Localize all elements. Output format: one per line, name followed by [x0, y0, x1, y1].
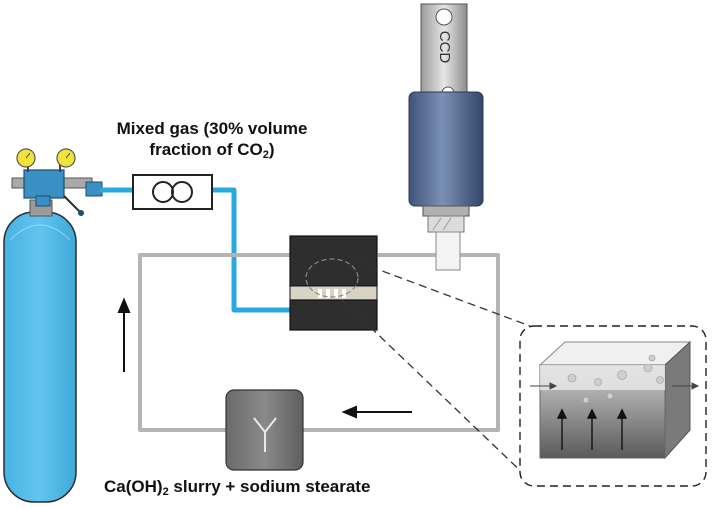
gas-cylinder-icon — [3, 199, 77, 503]
flowmeter-icon — [132, 174, 213, 210]
gas-line — [100, 187, 290, 313]
regulator-icon — [11, 148, 103, 216]
gauge-right-icon — [56, 148, 76, 168]
mixed-gas-line1: Mixed gas (30% volume — [116, 119, 308, 138]
zoom-inset — [519, 325, 707, 487]
gas-line2-subscript: 2 — [262, 149, 269, 161]
slurry-subscript: 2 — [162, 486, 169, 498]
ccd-label: CCD — [436, 30, 453, 64]
gas-line2-text: fraction of CO — [149, 140, 263, 159]
slurry-text-rest: slurry + sodium stearate — [168, 477, 371, 496]
gas-line2-close: ) — [268, 140, 275, 159]
ccd-camera-icon — [408, 3, 484, 271]
flow-arrow-icon — [117, 297, 412, 419]
gauge-left-icon — [16, 148, 36, 168]
slurry-label: Ca(OH)2 slurry + sodium stearate — [104, 476, 370, 503]
slurry-tank-icon — [225, 389, 304, 471]
mixed-gas-label: Mixed gas (30% volume fraction of CO2) — [92, 118, 332, 166]
mixed-gas-line2: fraction of CO2) — [92, 139, 332, 166]
slurry-text: Ca(OH) — [104, 477, 163, 496]
zoom-guide-lines — [341, 261, 531, 481]
reaction-cell-icon — [289, 235, 378, 331]
